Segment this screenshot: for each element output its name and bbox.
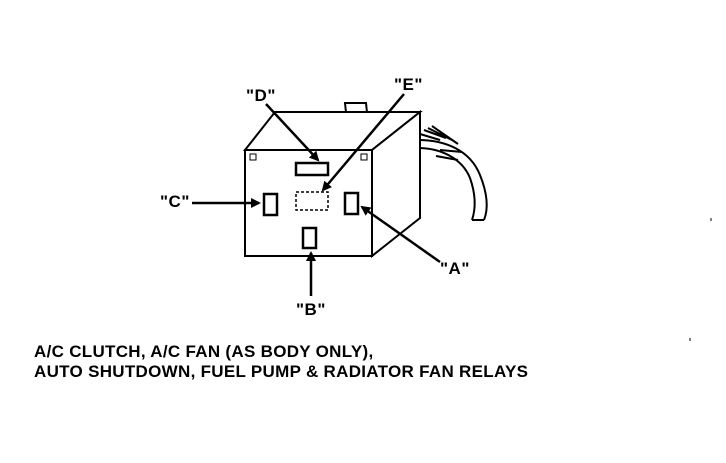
label-a: "A" bbox=[440, 259, 470, 278]
corner-mark-left bbox=[249, 153, 257, 161]
corner-mark-right bbox=[360, 153, 368, 161]
terminal-b bbox=[301, 226, 318, 250]
terminal-a bbox=[343, 191, 360, 216]
label-e: "E" bbox=[394, 75, 423, 94]
arrow-e bbox=[321, 93, 405, 192]
wire-harness bbox=[417, 125, 488, 221]
terminal-c bbox=[262, 192, 279, 217]
label-c: "C" bbox=[160, 192, 190, 211]
label-d: "D" bbox=[246, 86, 276, 105]
caption-line-2: AUTO SHUTDOWN, FUEL PUMP & RADIATOR FAN … bbox=[34, 362, 529, 381]
arrow-d bbox=[265, 103, 320, 162]
label-b: "B" bbox=[296, 300, 326, 319]
terminal-d bbox=[294, 161, 330, 177]
terminal-e bbox=[295, 191, 329, 211]
diagram-caption: A/C CLUTCH, A/C FAN (AS BODY ONLY), AUTO… bbox=[34, 342, 528, 382]
caption-line-1: A/C CLUTCH, A/C FAN (AS BODY ONLY), bbox=[34, 342, 374, 361]
arrow-a bbox=[360, 205, 441, 264]
